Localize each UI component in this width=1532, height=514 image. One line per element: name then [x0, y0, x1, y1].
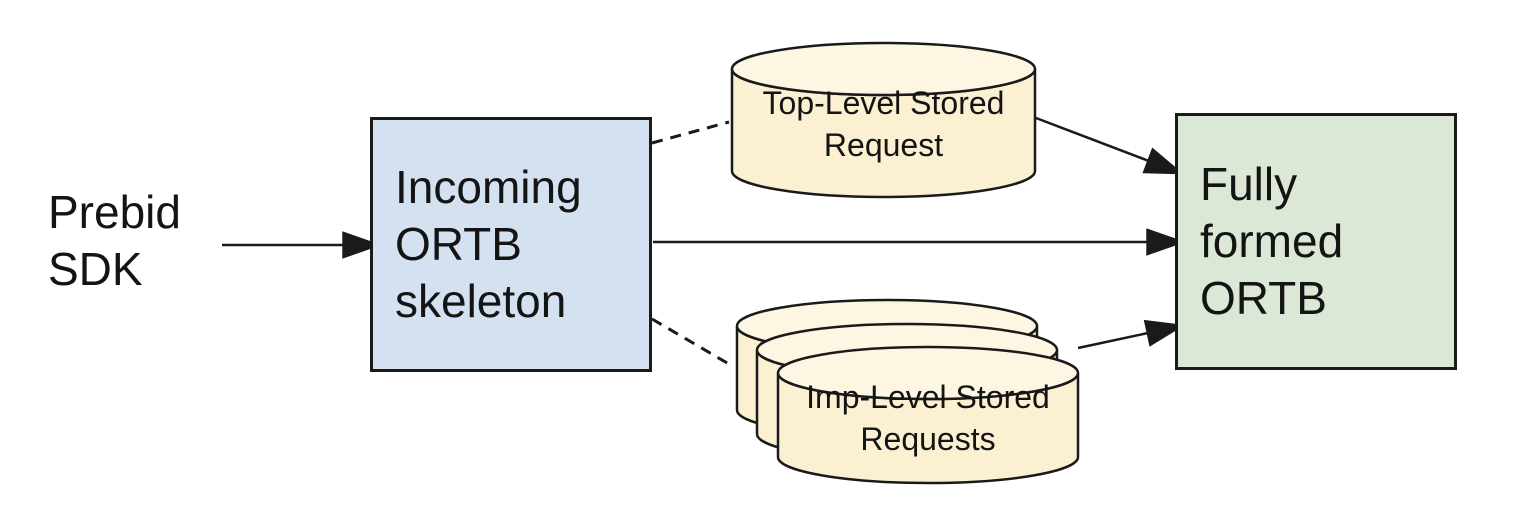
arrow-imp-stored-to-fully-formed	[1077, 319, 1186, 350]
fully-formed-ortb-label: Fully formed ORTB	[1200, 158, 1344, 324]
top-level-stored-request-cylinder	[730, 41, 1037, 199]
incoming-ortb-skeleton-box: Incoming ORTB skeleton	[370, 117, 652, 372]
fully-formed-ortb-box: Fully formed ORTB	[1175, 113, 1457, 370]
top-level-stored-request-label: Top-Level Stored Request	[762, 85, 1005, 163]
dashed-connector-incoming-to-top-stored	[651, 120, 730, 145]
cylinder-top	[730, 41, 1037, 97]
imp-level-stored-requests-label: Imp-Level Stored Requests	[806, 379, 1050, 457]
cylinder-top	[776, 345, 1080, 401]
arrow-top-stored-to-fully-formed	[1035, 116, 1185, 175]
incoming-ortb-skeleton-label: Incoming ORTB skeleton	[395, 161, 582, 327]
stack-cylinder-front	[776, 345, 1080, 485]
imp-level-stored-requests-cylinder-stack	[735, 298, 1080, 485]
dashed-connector-incoming-to-imp-stored	[651, 317, 735, 369]
prebid-sdk-label: Prebid SDK	[48, 186, 181, 295]
